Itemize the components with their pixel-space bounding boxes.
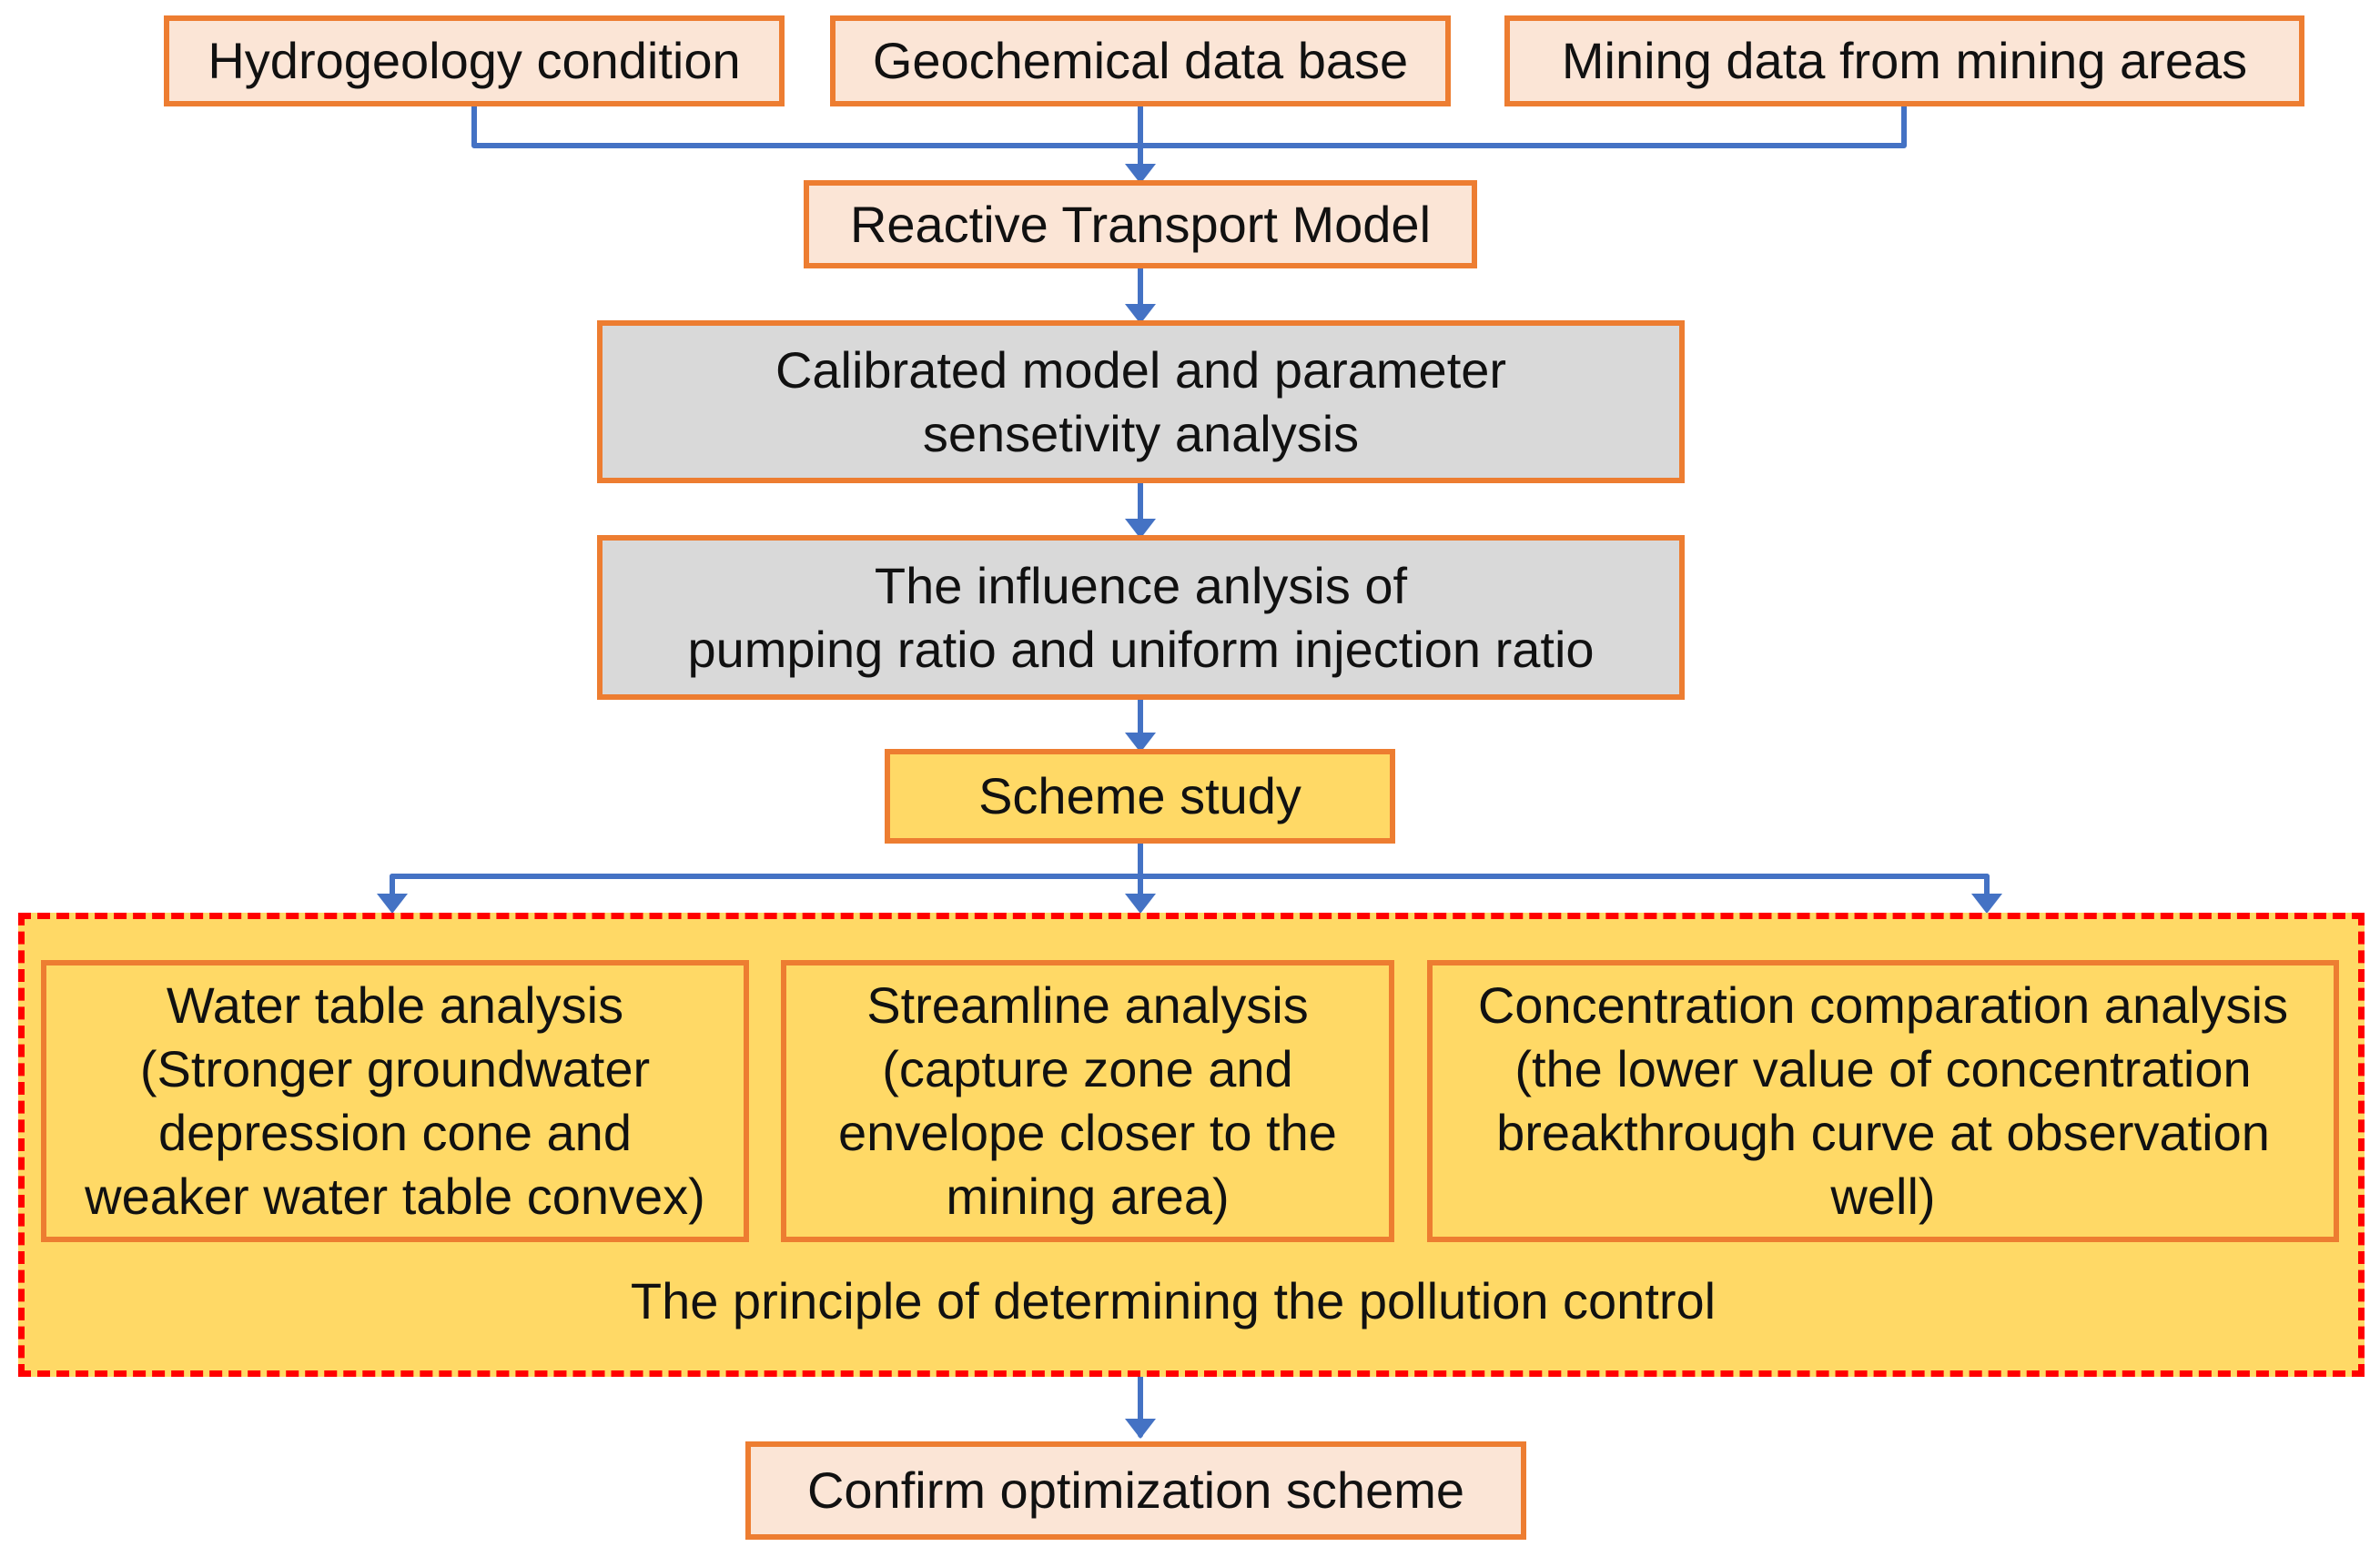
calibration-label: Calibrated model and parameter sensetivi… (775, 340, 1507, 462)
calibrated-model-box: Calibrated model and parameter sensetivi… (597, 320, 1685, 483)
water-table-analysis-box: Water table analysis (Stronger groundwat… (41, 960, 749, 1242)
influence-analysis-box: The influence anlysis of pumping ratio a… (597, 535, 1685, 700)
arrowhead-branch-right (1971, 894, 2002, 914)
connector-mining-to-merge (1138, 104, 1907, 148)
streamline-label: Streamline analysis (capture zone and en… (838, 976, 1337, 1225)
confirm-optimization-box: Confirm optimization scheme (745, 1441, 1526, 1540)
model-label: Reactive Transport Model (849, 195, 1432, 253)
arrowhead-result (1125, 1419, 1156, 1439)
input-geochemical-data-base: Geochemical data base (830, 15, 1451, 106)
input-mining-data: Mining data from mining areas (1504, 15, 2304, 106)
input-hydrogeology-condition: Hydrogeology condition (164, 15, 785, 106)
input-label: Mining data from mining areas (1561, 32, 2248, 89)
reactive-transport-model-box: Reactive Transport Model (804, 180, 1477, 268)
streamline-analysis-box: Streamline analysis (capture zone and en… (781, 960, 1394, 1242)
principle-label: The principle of determining the polluti… (630, 1272, 1717, 1329)
result-label: Confirm optimization scheme (806, 1461, 1465, 1519)
input-label: Geochemical data base (872, 32, 1409, 89)
scheme-study-box: Scheme study (885, 749, 1395, 844)
connector-hydrogeology-to-merge (471, 104, 1143, 148)
arrowhead-branch-left (377, 894, 408, 914)
input-label: Hydrogeology condition (208, 32, 741, 89)
concentration-analysis-box: Concentration comparation analysis (the … (1427, 960, 2339, 1242)
concentration-label: Concentration comparation analysis (the … (1477, 976, 2289, 1225)
influence-label: The influence anlysis of pumping ratio a… (687, 556, 1595, 678)
water-table-label: Water table analysis (Stronger groundwat… (85, 976, 705, 1225)
arrowhead-branch-middle (1125, 894, 1156, 914)
scheme-label: Scheme study (978, 767, 1301, 824)
